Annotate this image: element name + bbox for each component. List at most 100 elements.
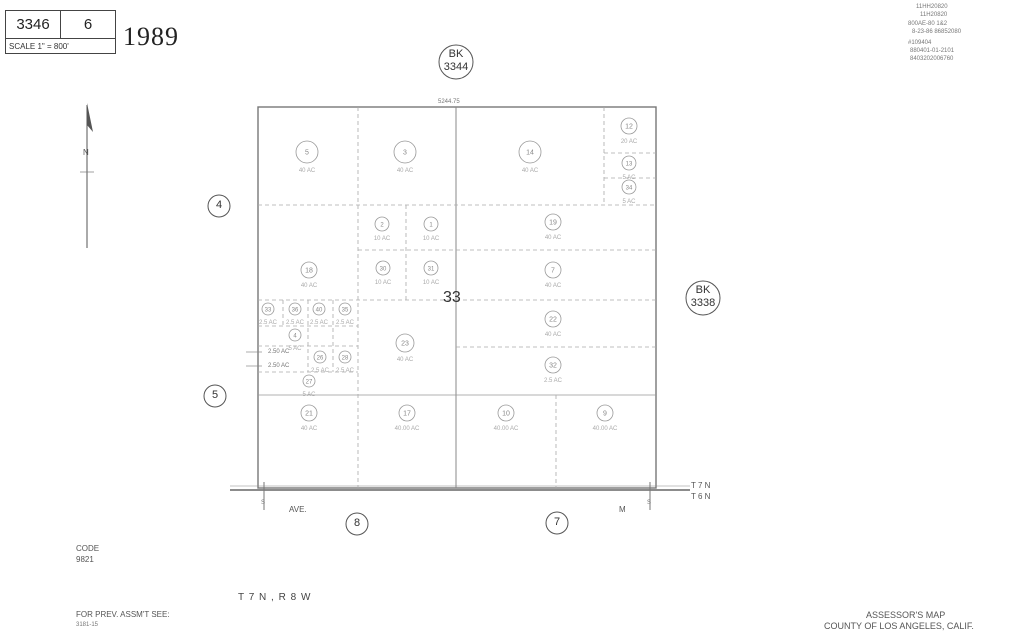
parcel-number-2: 2 (380, 223, 384, 229)
quarter-right-label: S (647, 500, 652, 506)
parcel-area-18: 40 AC (301, 283, 318, 289)
parcel-circle-30 (375, 260, 391, 276)
adjacent-top-circle (438, 44, 474, 80)
parcel-area-10: 40.00 AC (494, 426, 519, 432)
parcel-area-1: 10 AC (423, 236, 440, 242)
parcel-number-circles (261, 117, 638, 422)
parcel-number-34: 34 (626, 186, 633, 192)
parcel-number-30: 30 (380, 267, 387, 273)
adjacent-top-num: 3344 (443, 61, 469, 73)
parcel-circle-12 (620, 117, 638, 135)
code-value: 9821 (76, 555, 94, 564)
parcel-circle-35 (338, 302, 352, 316)
parcel-number-10: 10 (502, 411, 510, 418)
parcel-area-5: 40 AC (299, 168, 316, 174)
adjacent-bottom-8: 8 (353, 517, 361, 529)
assessor-line-2: COUNTY OF LOS ANGELES, CALIF. (824, 621, 974, 631)
top-dimension: 5244.75 (438, 99, 460, 105)
parcel-number-22: 22 (549, 317, 557, 324)
parcel-area-32: 2.5 AC (544, 378, 563, 384)
adjacent-left-5-circle (203, 384, 227, 408)
parcel-circle-21 (300, 404, 318, 422)
parcel-area-35: 2.5 AC (336, 320, 355, 326)
parcel-area-40: 2.5 AC (310, 320, 329, 326)
parcel-area-2: 10 AC (374, 236, 391, 242)
parcel-lines (258, 107, 656, 488)
parcel-area-9: 40.00 AC (593, 426, 618, 432)
parcel-number-21: 21 (305, 411, 313, 418)
parcel-circle-9 (596, 404, 614, 422)
parcel-area-34: 5 AC (622, 199, 636, 205)
adjacent-right-num: 3338 (690, 297, 716, 309)
parcel-number-4: 4 (293, 334, 297, 340)
parcel-number-31: 31 (428, 267, 435, 273)
parcel-circle-13 (621, 155, 637, 171)
parcel-area-33: 2.5 AC (259, 320, 278, 326)
adjacent-left-5: 5 (211, 389, 219, 401)
parcel-area-30: 10 AC (375, 280, 392, 286)
parcel-area-17: 40.00 AC (395, 426, 420, 432)
adjacent-top-bk: BK (448, 48, 464, 60)
parcel-circle-3 (393, 140, 417, 164)
parcel-circle-18 (300, 261, 318, 279)
prev-assmt-value: 3181-15 (76, 622, 99, 628)
north-label: N (83, 148, 89, 157)
parcel-number-36: 36 (292, 308, 299, 314)
note-3: 800AE-80 1&2 (908, 21, 948, 27)
parcel-circle-10 (497, 404, 515, 422)
township-range: T 7 N , R 8 W (238, 592, 312, 603)
parcel-number-27: 27 (306, 380, 313, 386)
parcel-number-33: 33 (265, 308, 272, 314)
adjacent-bottom-8-circle (345, 512, 369, 536)
parcel-number-32: 32 (549, 363, 557, 370)
parcel-circle-22 (544, 310, 562, 328)
parcel-area-19: 40 AC (545, 235, 562, 241)
header-box: 3346 6 SCALE 1" = 800' (5, 10, 116, 54)
street-m-label: M (619, 505, 626, 514)
parcel-circle-34 (621, 179, 637, 195)
parcel-number-9: 9 (603, 411, 607, 418)
parcel-number-18: 18 (305, 268, 313, 275)
note-6: 880401-01-2101 (910, 48, 955, 54)
parcel-area-21: 40 AC (301, 426, 318, 432)
township-south-label: T 6 N (691, 492, 711, 501)
adjacent-right-circle (685, 280, 721, 316)
note-1: 11HH20820 (916, 4, 948, 10)
parcel-area-23: 40 AC (397, 357, 414, 363)
section-number: 33 (443, 289, 461, 306)
parcel-circle-1 (423, 216, 439, 232)
parcel-circle-40 (312, 302, 326, 316)
adjacent-left-4-circle (207, 194, 231, 218)
left-side-label-1: 2.50 AC (268, 349, 290, 355)
adjacent-bottom-7-circle (545, 511, 569, 535)
parcel-area-36: 2.5 AC (286, 320, 305, 326)
parcel-area-7: 40 AC (545, 283, 562, 289)
street-ave-label: AVE. (289, 505, 307, 514)
parcel-circle-32 (544, 356, 562, 374)
north-arrow-head (87, 103, 93, 132)
parcel-number-35: 35 (342, 308, 349, 314)
parcel-area-13: 5 AC (622, 175, 636, 181)
parcel-number-40: 40 (316, 308, 323, 314)
parcel-number-5: 5 (305, 150, 309, 157)
book-number: 3346 (6, 11, 61, 38)
parcel-circle-27 (302, 374, 316, 388)
parcel-circle-33 (261, 302, 275, 316)
adjacent-left-4: 4 (215, 199, 223, 211)
parcel-circle-5 (295, 140, 319, 164)
parcel-number-26: 26 (317, 356, 324, 362)
section-boundary (257, 106, 657, 489)
parcel-circle-14 (518, 140, 542, 164)
adjacent-right-bk: BK (695, 284, 711, 296)
page-number: 6 (83, 16, 93, 33)
parcel-number-17: 17 (403, 411, 411, 418)
note-7: 8403202006760 (910, 56, 954, 62)
note-4: 8-23-86 86852080 (912, 29, 962, 35)
parcel-number-7: 7 (551, 268, 555, 275)
parcel-circle-36 (288, 302, 302, 316)
map-scale: SCALE 1" = 800' (6, 38, 115, 54)
parcel-area-27: 5 AC (302, 392, 316, 398)
parcel-circle-2 (374, 216, 390, 232)
